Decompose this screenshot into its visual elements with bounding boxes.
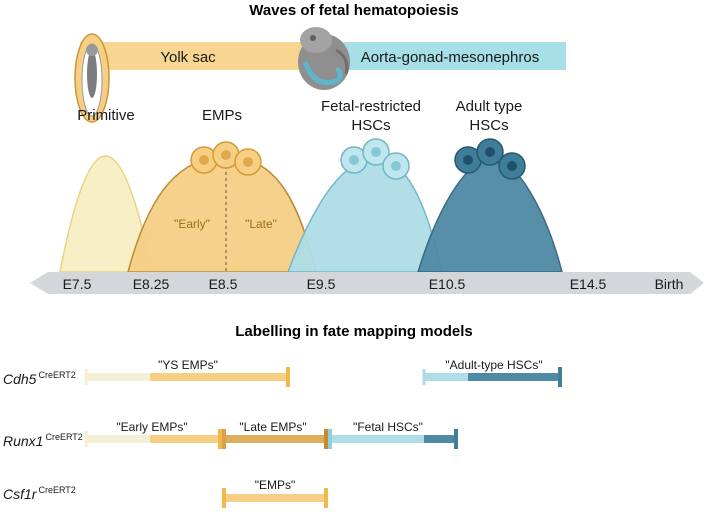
bar-label: "YS EMPs" [158, 358, 218, 372]
gene-name: Csf1r [3, 486, 38, 502]
gene-sup: CreERT2 [45, 432, 82, 442]
csf1r-emps-bar [222, 488, 328, 508]
bar-label: "Adult-type HSCs" [445, 358, 542, 372]
tick-label: E8.25 [133, 276, 170, 292]
adult-hsc-label-line1: Adult type [456, 98, 523, 115]
fetal-hsc-cells-icon [340, 138, 410, 180]
fetal-hsc-label-line1: Fetal-restricted [321, 98, 421, 115]
emp-wave [127, 155, 317, 273]
bottom-title: Labelling in fate mapping models [235, 323, 473, 340]
early-label: "Early" [174, 217, 210, 231]
fetal-hsc-label-line2: HSCs [351, 117, 390, 134]
bar-label: "EMPs" [255, 478, 296, 492]
tick-label: E10.5 [429, 276, 466, 292]
runx1-late-emps-bar [222, 429, 328, 449]
yolk-sac-band [80, 42, 328, 70]
adult-hsc-cells-icon [454, 138, 526, 180]
top-title: Waves of fetal hematopoiesis [249, 2, 459, 19]
gene-sup: CreERT2 [38, 485, 75, 495]
timeline-arrow [30, 272, 704, 294]
agm-band [328, 42, 566, 70]
yolk-sac-label: Yolk sac [160, 49, 216, 66]
yolk-sac-embryo-icon [74, 33, 110, 123]
runx1-early-emps-bar [84, 429, 222, 449]
tick-label: E9.5 [307, 276, 336, 292]
runx1-fetal-hscs-bar [328, 429, 458, 449]
tick-label: E14.5 [570, 276, 607, 292]
adult-hsc-label-line2: HSCs [469, 117, 508, 134]
gene-name: Runx1 [3, 433, 43, 449]
bar-label: "Early EMPs" [116, 420, 187, 434]
emp-cells-icon [190, 141, 262, 176]
primitive-label: Primitive [77, 107, 135, 124]
gene-sup: CreERT2 [38, 370, 75, 380]
timeline-ticks: E7.5 E8.25 E8.5 E9.5 E10.5 E14.5 Birth [63, 276, 684, 292]
late-label: "Late" [245, 217, 277, 231]
bar-label: "Fetal HSCs" [353, 420, 423, 434]
fetal-hsc-wave [286, 157, 443, 273]
tick-label: Birth [655, 276, 684, 292]
cdh5-ys-emps-bar [84, 367, 290, 387]
tick-label: E8.5 [209, 276, 238, 292]
gene-name: Cdh5 [3, 371, 37, 387]
tick-label: E7.5 [63, 276, 92, 292]
aorta-embryo-icon [298, 27, 350, 90]
cdh5-adult-hsc-bar [422, 367, 562, 387]
bar-label: "Late EMPs" [239, 420, 306, 434]
emps-label: EMPs [202, 107, 242, 124]
agm-label: Aorta-gonad-mesonephros [361, 49, 539, 66]
adult-hsc-wave [416, 157, 563, 273]
